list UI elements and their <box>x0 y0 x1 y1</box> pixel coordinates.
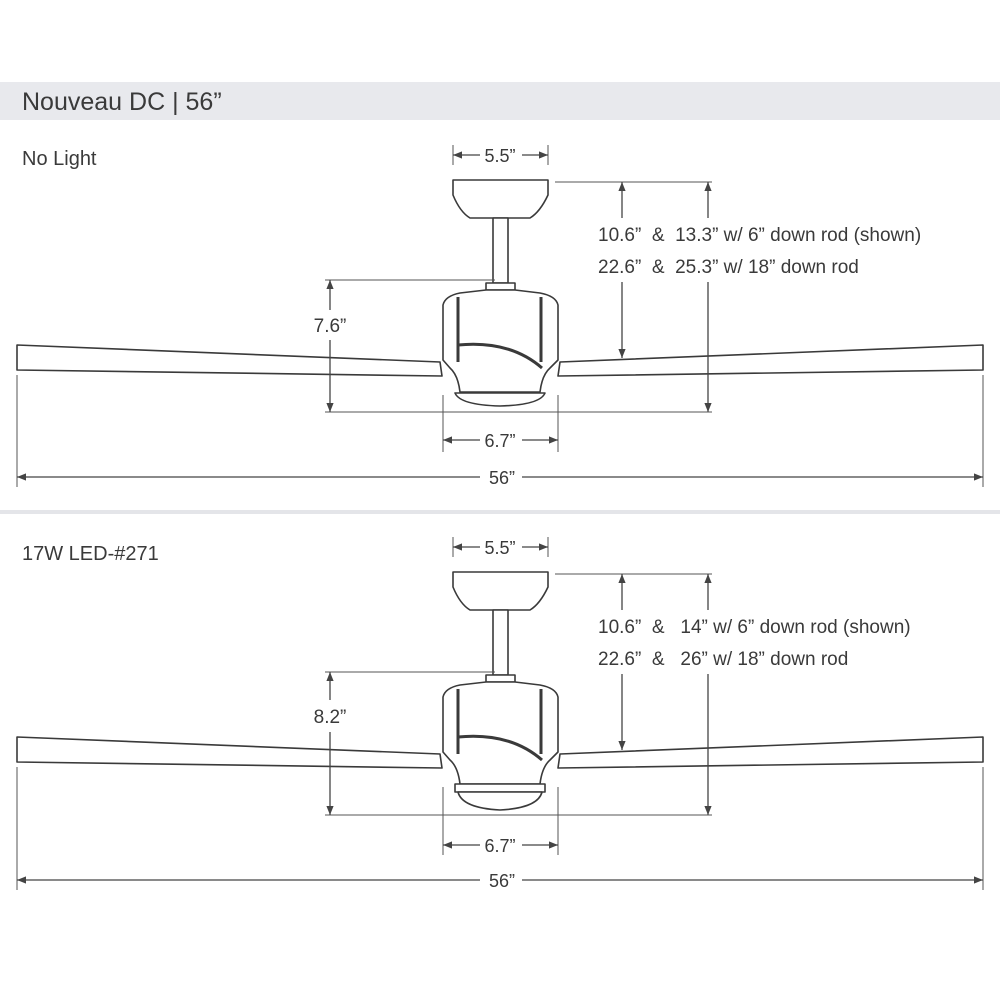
span-label: 56” <box>489 468 515 488</box>
height-text-line2: 22.6” & 25.3” w/ 18” down rod <box>598 257 859 278</box>
motor-housing <box>442 681 559 785</box>
canopy <box>452 571 549 611</box>
panel-label: No Light <box>22 148 97 170</box>
motor-width-label: 6.7” <box>484 431 515 451</box>
canopy-width-label: 5.5” <box>484 146 515 166</box>
motor-height-label: 7.6” <box>314 316 347 337</box>
downrod <box>492 609 509 676</box>
height-text-line1: 10.6” & 13.3” w/ 6” down rod (shown) <box>598 225 921 246</box>
right-blade <box>557 736 984 769</box>
separator <box>0 510 1000 514</box>
height-text-line2: 22.6” & 26” w/ 18” down rod <box>598 649 848 670</box>
canopy <box>452 179 549 219</box>
collar <box>485 282 516 291</box>
span-label: 56” <box>489 871 515 891</box>
panel-label: 17W LED-#271 <box>22 543 159 565</box>
light-kit-ring <box>454 783 546 793</box>
left-blade <box>16 344 443 377</box>
height-text-line1: 10.6” & 14” w/ 6” down rod (shown) <box>598 617 911 638</box>
header-bar <box>0 82 1000 120</box>
motor-width-label: 6.7” <box>484 836 515 856</box>
fan-drawing <box>16 179 984 407</box>
fan-drawing <box>16 571 984 811</box>
panel-no-light: No Light 5.5” 10.6” & 13.3” w/ 6” down r… <box>16 145 984 488</box>
downrod <box>492 217 509 284</box>
left-blade <box>16 736 443 769</box>
collar <box>485 674 516 683</box>
bottom-cap <box>454 392 546 407</box>
panel-led-light: 17W LED-#271 5.5” 10.6” & 14” w/ 6” down… <box>16 537 984 891</box>
header-title: Nouveau DC | 56” <box>22 88 222 116</box>
canopy-width-label: 5.5” <box>484 538 515 558</box>
motor-housing <box>442 289 559 393</box>
right-blade <box>557 344 984 377</box>
light-kit-dome <box>457 791 543 811</box>
motor-height-label: 8.2” <box>314 707 347 728</box>
